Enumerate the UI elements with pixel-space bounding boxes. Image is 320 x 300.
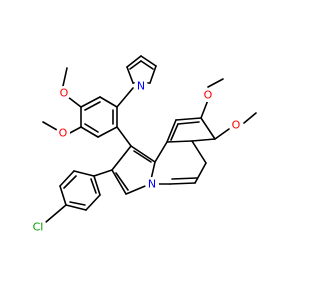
atom-label-n-core: N — [145, 177, 159, 191]
atom-label-o-lower-right: O — [229, 118, 243, 132]
atom-label-o-lower-left: O — [56, 126, 70, 140]
svg-text:O: O — [204, 89, 213, 102]
methoxy-lower-right — [214, 112, 257, 140]
dimethoxyphenyl-ring — [80, 87, 134, 147]
molecule-diagram: N N O O O O Cl — [29, 55, 257, 236]
svg-text:N: N — [137, 80, 145, 93]
methoxy-upper-right — [200, 78, 224, 119]
structure-canvas: N N O O O O Cl — [29, 55, 257, 236]
atom-label-o-upper-right: O — [201, 88, 215, 102]
atom-label-o-upper-left: O — [57, 86, 71, 100]
svg-text:Cl: Cl — [33, 221, 44, 234]
methoxy-lower-left — [42, 121, 82, 135]
svg-text:O: O — [232, 119, 241, 132]
chlorophenyl-ring — [45, 169, 113, 223]
methoxy-upper-left — [62, 67, 82, 108]
svg-text:O: O — [59, 127, 68, 140]
atom-label-cl: Cl — [29, 218, 47, 236]
svg-text:O: O — [60, 87, 69, 100]
pyrrolo-isoquinoline-core — [111, 117, 216, 195]
svg-text:N: N — [148, 178, 156, 191]
atom-label-n-pyrrole: N — [134, 79, 148, 93]
